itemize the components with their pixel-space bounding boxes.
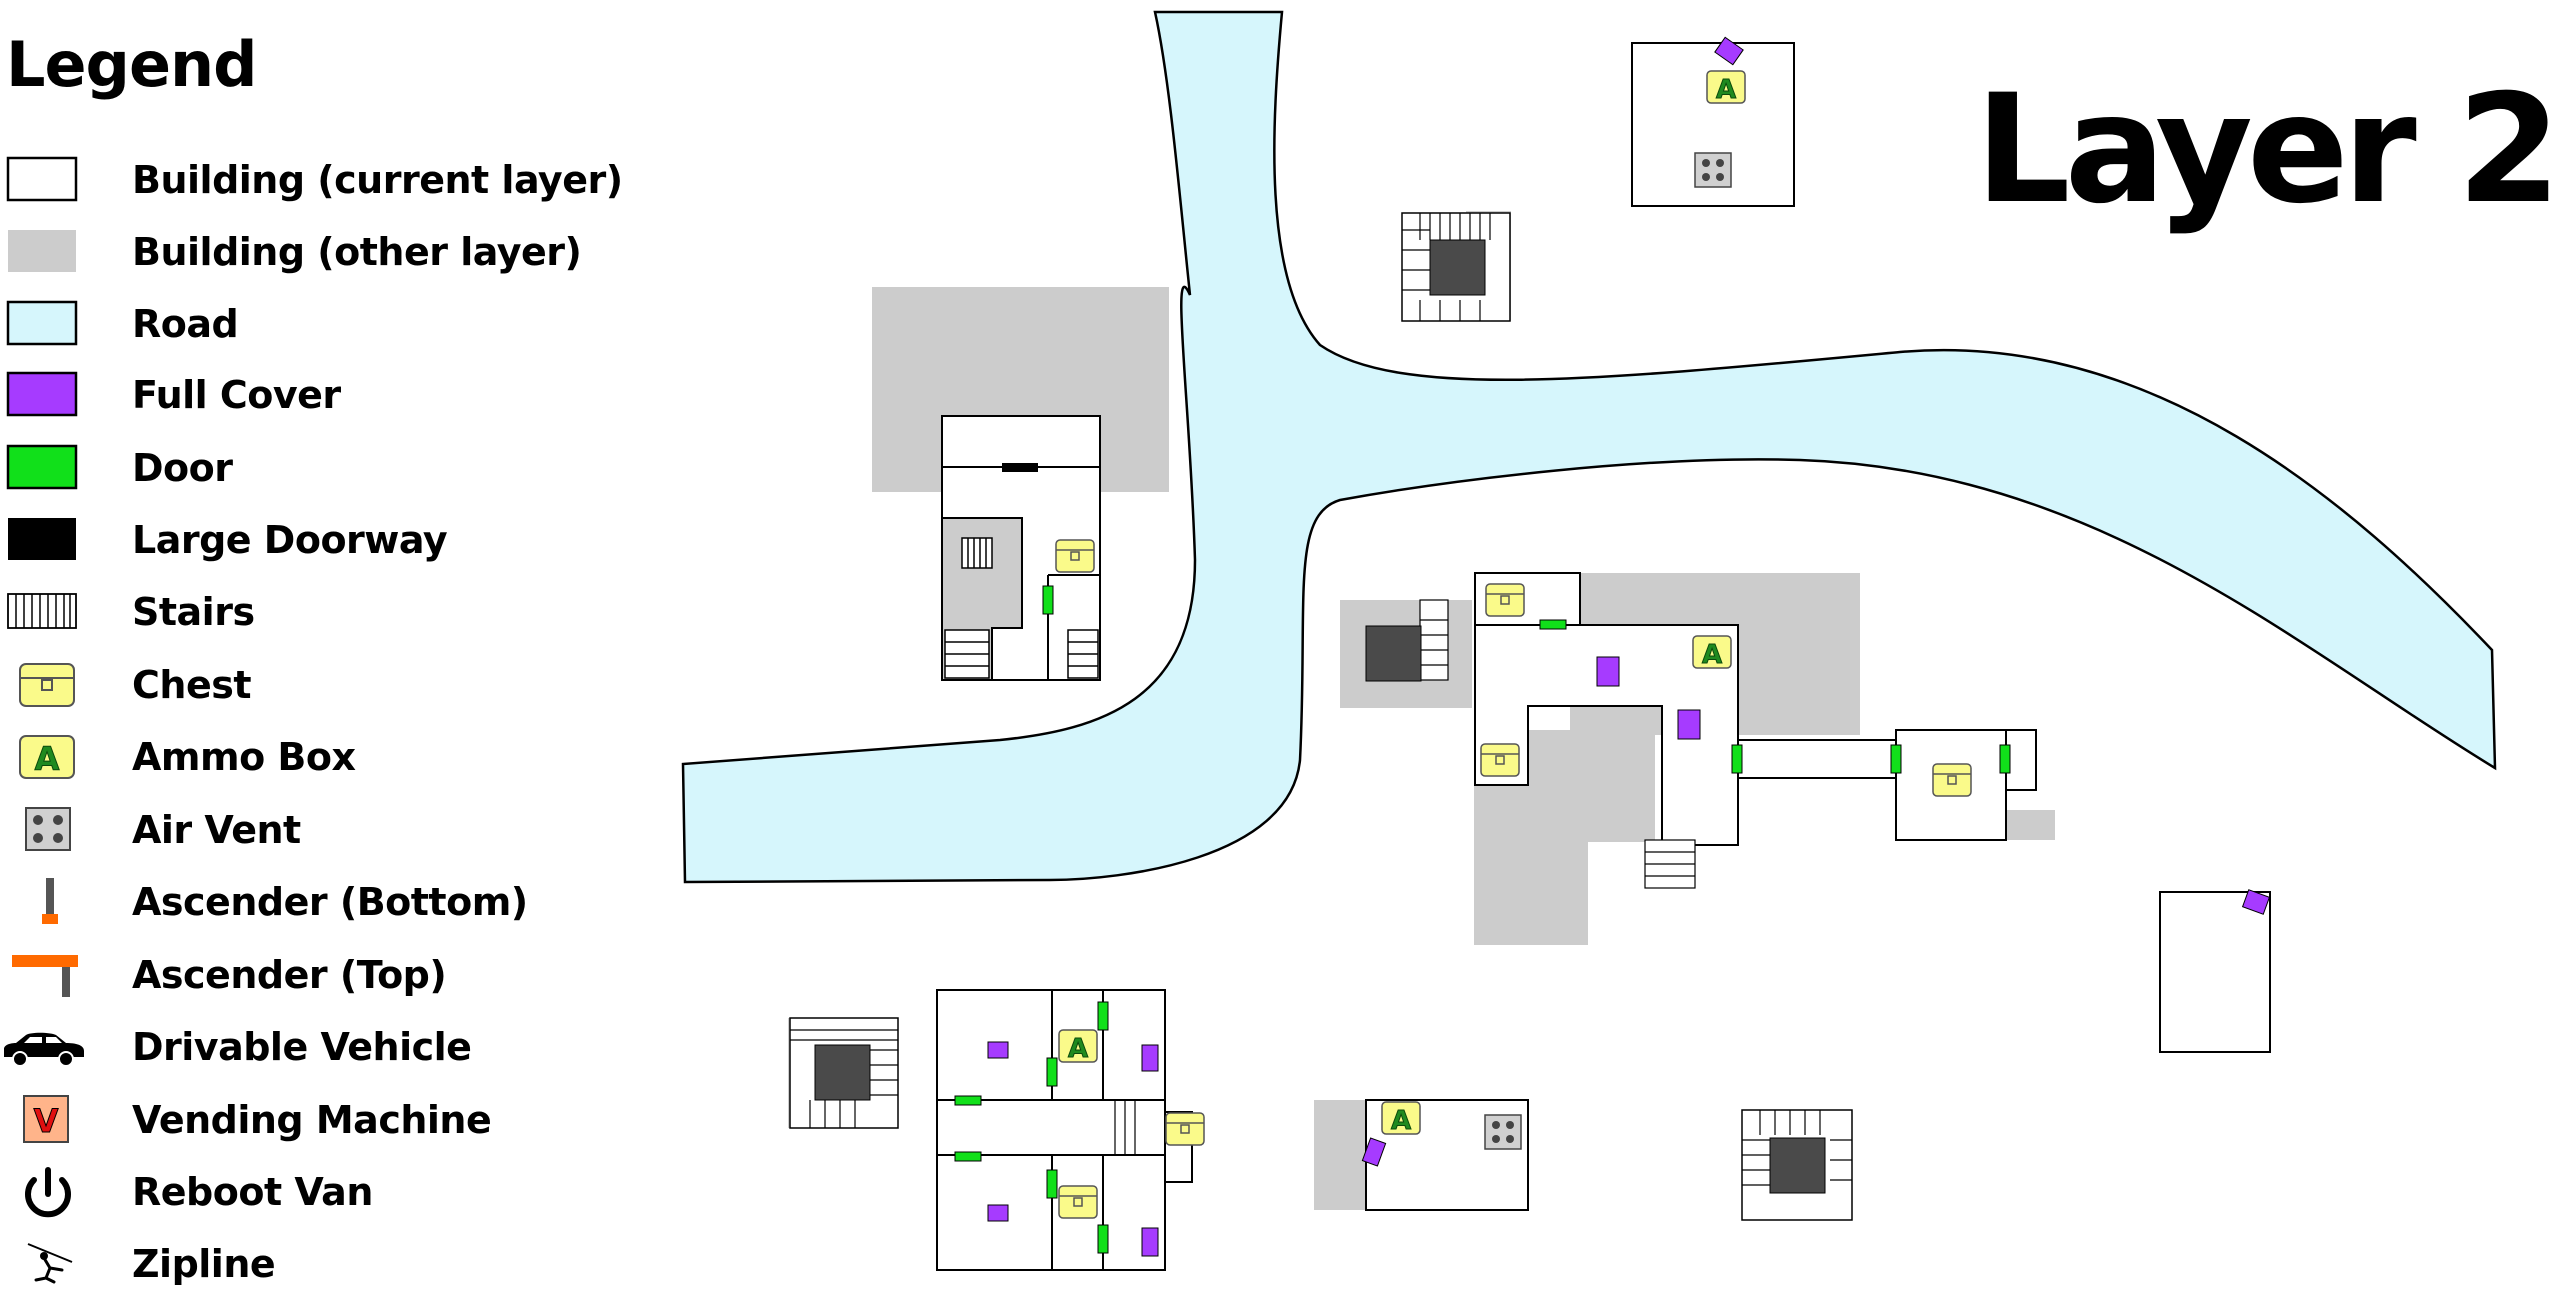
- legend-item-ammo-box: A Ammo Box: [0, 727, 660, 787]
- air-vent-icon: [25, 807, 71, 851]
- zipline-icon: [27, 1243, 73, 1284]
- air-vent-icon: [1694, 152, 1732, 188]
- chest-icon: [1165, 1112, 1205, 1146]
- power-icon: [25, 1167, 71, 1218]
- legend-item-air-vent: Air Vent: [0, 800, 660, 860]
- large-doorway-swatch: [8, 518, 76, 560]
- full-cover: [1714, 36, 1744, 66]
- chest-icon: [1480, 743, 1520, 777]
- building-central: [1365, 572, 2037, 889]
- legend-item-full-cover: Full Cover: [0, 365, 660, 425]
- chest-icon: [1932, 763, 1972, 797]
- legend-item-road: Road: [0, 294, 660, 354]
- tower-southwest: [789, 1017, 899, 1129]
- legend-item-large-doorway: Large Doorway: [0, 510, 660, 570]
- stairs: [944, 537, 1099, 679]
- building-east: [2159, 889, 2271, 1053]
- ammo-box-icon: A: [19, 735, 75, 779]
- chest-icon: [19, 663, 75, 707]
- ascender-top-icon: [12, 955, 78, 997]
- stairs-icon: [7, 593, 77, 629]
- layer-title: Layer 2: [1975, 63, 2555, 237]
- door: [1042, 585, 1054, 615]
- legend-item-building-current: Building (current layer): [0, 150, 660, 210]
- tower-southeast: [1741, 1109, 1853, 1221]
- svg-text:A: A: [35, 740, 60, 778]
- chest-icon: [1055, 539, 1095, 573]
- building-northwest: [941, 415, 1101, 681]
- legend-item-ascender-top: Ascender (Top): [0, 945, 660, 1005]
- svg-text:V: V: [34, 1102, 59, 1140]
- ammo-box-icon: [1692, 635, 1732, 671]
- legend-item-ascender-bottom: Ascender (Bottom): [0, 872, 660, 932]
- legend-item-door: Door: [0, 438, 660, 498]
- full-cover-swatch: [6, 371, 78, 417]
- large-doorway: [1002, 463, 1038, 472]
- chest-icon: [1058, 1185, 1098, 1219]
- door-swatch: [6, 444, 78, 490]
- full-cover: [1596, 656, 1620, 687]
- road: [681, 10, 2497, 884]
- building-north-east: [1631, 36, 1795, 207]
- air-vent-icon: [1484, 1114, 1522, 1150]
- legend-item-chest: Chest: [0, 655, 660, 715]
- road-swatch: [6, 300, 78, 346]
- building-south: [936, 989, 1205, 1271]
- legend-item-drivable-vehicle: Drivable Vehicle: [0, 1017, 660, 1077]
- building-other-swatch: [8, 230, 76, 272]
- ammo-box-icon: [1706, 70, 1746, 106]
- tower-north-center: [1401, 212, 1511, 322]
- full-cover: [1677, 709, 1701, 740]
- legend-item-reboot-van: Reboot Van: [0, 1162, 660, 1222]
- ammo-box-icon: [1381, 1101, 1421, 1137]
- vending-machine-icon: V: [23, 1095, 69, 1143]
- chest-icon: [1485, 583, 1525, 617]
- ammo-box-icon: [1058, 1029, 1098, 1065]
- legend-item-stairs: Stairs: [0, 582, 660, 642]
- building-current-swatch: [6, 156, 78, 202]
- car-icon: [4, 1032, 84, 1067]
- building-south-center: [1315, 1099, 1529, 1211]
- legend-title: Legend: [6, 28, 258, 101]
- map-canvas: A: [681, 10, 2497, 1271]
- legend-item-vending-machine: V Vending Machine: [0, 1090, 660, 1150]
- legend-panel: Legend Building (current layer) Building…: [0, 0, 660, 1304]
- legend-item-zipline: Zipline: [0, 1234, 660, 1294]
- legend-item-building-other: Building (other layer): [0, 222, 660, 282]
- ascender-bottom-icon: [42, 878, 58, 924]
